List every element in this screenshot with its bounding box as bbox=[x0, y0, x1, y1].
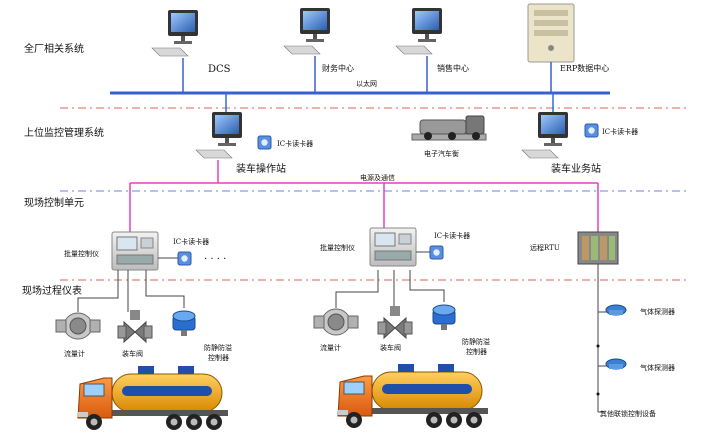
overflow-1b-label: 控制器 bbox=[208, 353, 229, 362]
sales-label: 销售中心 bbox=[437, 63, 469, 73]
gas-detector-1-icon bbox=[605, 304, 627, 316]
ic-reader-2-icon bbox=[584, 123, 599, 138]
overflow-2b-label: 控制器 bbox=[466, 347, 487, 356]
gas-1-label: 气体探测器 bbox=[640, 307, 675, 316]
batch-controller-2-label: 批量控制仪 bbox=[320, 243, 355, 252]
finance-label: 财务中心 bbox=[322, 63, 354, 73]
overflow-1-label: 防静防溢 bbox=[204, 343, 232, 352]
overflow-controller-1-icon bbox=[172, 310, 196, 337]
batch-controller-1-label: 批量控制仪 bbox=[64, 249, 99, 258]
erp-label: ERP数据中心 bbox=[560, 63, 609, 73]
batch-controller-2-icon bbox=[369, 227, 417, 267]
loading-station-computer-icon bbox=[195, 111, 243, 159]
dots-label: · · · · bbox=[204, 254, 226, 265]
valve-2-label: 装车阀 bbox=[380, 343, 401, 352]
dcs-computer-icon bbox=[151, 9, 199, 57]
valve-1-label: 装车阀 bbox=[122, 349, 143, 358]
rtu-label: 远程RTU bbox=[530, 243, 560, 252]
erp-server-icon bbox=[527, 3, 575, 63]
overflow-controller-2-icon bbox=[432, 304, 456, 331]
batch-controller-1-icon bbox=[111, 231, 159, 271]
ic-reader-3-icon bbox=[177, 251, 192, 266]
wire-flow-2 bbox=[335, 270, 379, 308]
section-upper: 上位监控管理系统 bbox=[24, 126, 104, 139]
finance-computer-icon bbox=[283, 7, 331, 55]
flowmeter-1-label: 流量计 bbox=[64, 349, 85, 358]
dcs-label: DCS bbox=[208, 64, 231, 75]
rtu-icon bbox=[577, 231, 619, 265]
section-plant: 全厂相关系统 bbox=[24, 42, 84, 55]
tank-truck-2-icon bbox=[337, 363, 489, 429]
wire-overflow-1 bbox=[145, 270, 185, 308]
flowmeter-2-label: 流量计 bbox=[320, 343, 341, 352]
flowmeter-2-icon bbox=[313, 308, 359, 336]
overflow-2-label: 防静防溢 bbox=[462, 337, 490, 346]
truck-scale-label: 电子汽车衡 bbox=[424, 149, 459, 158]
section-field-control: 现场控制单元 bbox=[24, 196, 84, 209]
valve-2-icon bbox=[377, 305, 413, 339]
loading-business-computer-icon bbox=[521, 111, 569, 159]
loading-station-label: 装车操作站 bbox=[236, 162, 286, 175]
flowmeter-1-icon bbox=[55, 312, 101, 340]
ic-reader-3-label: IC卡读卡器 bbox=[173, 237, 209, 246]
dot-1 bbox=[596, 344, 600, 348]
sales-computer-icon bbox=[395, 7, 443, 55]
loading-business-label: 装车业务站 bbox=[551, 162, 601, 175]
dot-2 bbox=[596, 392, 600, 396]
valve-1-icon bbox=[117, 309, 153, 343]
ic-reader-2-label: IC卡读卡器 bbox=[602, 127, 638, 136]
gas-detector-2-icon bbox=[605, 358, 627, 370]
ethernet-label: 以太网 bbox=[356, 79, 377, 88]
section-field-instrument: 现场过程仪表 bbox=[22, 284, 82, 297]
ic-reader-1-label: IC卡读卡器 bbox=[277, 139, 313, 148]
gas-2-label: 气体探测器 bbox=[640, 363, 675, 372]
ic-reader-4-label: IC卡读卡器 bbox=[434, 231, 470, 240]
wire-flow-1 bbox=[77, 270, 119, 312]
wire-overflow-2 bbox=[409, 270, 445, 302]
ic-reader-1-icon bbox=[257, 135, 272, 150]
tank-truck-1-icon bbox=[77, 365, 229, 431]
power-comm-label: 电源及通信 bbox=[360, 173, 395, 182]
truck-scale-icon bbox=[411, 115, 487, 141]
other-devices-label: 其他联锁控制设备 bbox=[600, 409, 656, 418]
ic-reader-4-icon bbox=[429, 245, 444, 260]
